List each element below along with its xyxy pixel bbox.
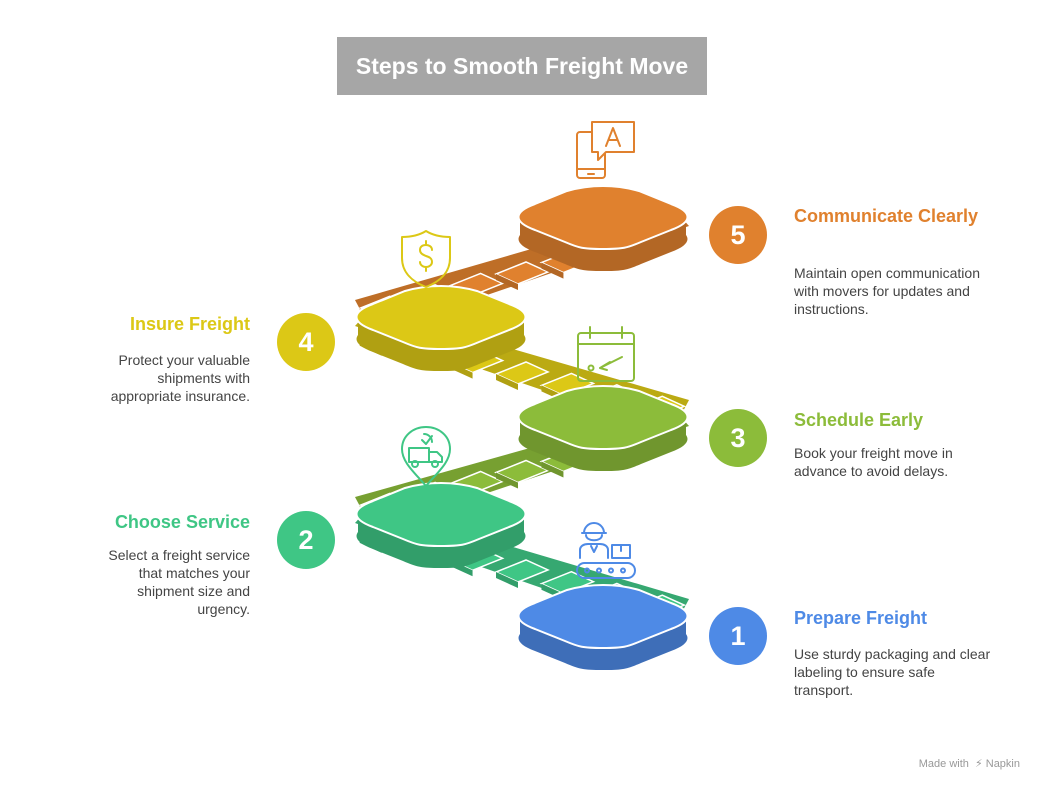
calendar-icon: [577, 326, 635, 382]
step-1-description: Use sturdy packaging and clear labeling …: [794, 646, 991, 698]
step-1-title: Prepare Freight: [794, 608, 928, 628]
stair-riser: [541, 262, 564, 279]
truck-location-icon: [401, 426, 451, 487]
stair-step: [494, 459, 550, 484]
stair-riser: [496, 472, 518, 489]
platform-step-1: [517, 584, 689, 670]
stair-step: [494, 261, 550, 285]
step-5-number-badge: 5: [709, 206, 767, 264]
shield-dollar-icon: [401, 230, 451, 288]
platform-step-3: [517, 385, 689, 471]
step-3-description: Book your freight move in advance to avo…: [794, 445, 953, 479]
stair-riser: [541, 461, 564, 478]
platform-step-4: [355, 285, 527, 371]
made-with-label: Made with: [918, 758, 969, 770]
platform-step-5: [517, 185, 689, 271]
step-4-number-badge: 4: [277, 313, 335, 371]
phone-chat-icon: [576, 121, 635, 179]
napkin-logo-icon: ⚡: [974, 758, 983, 770]
step-1-number-badge: 1: [709, 607, 767, 665]
step-4-title: Insure Freight: [129, 314, 250, 334]
platform-step-2: [355, 482, 527, 568]
napkin-brand-label: Napkin: [985, 758, 1020, 770]
step-4-description: Protect your valuable shipments with app…: [110, 352, 250, 404]
step-2-description: Select a freight service that matches yo…: [108, 547, 250, 617]
step-3-title: Schedule Early: [794, 410, 924, 430]
step-5-description: Maintain open communication with movers …: [794, 265, 980, 317]
stair-riser: [496, 572, 518, 588]
step-2-number-badge: 2: [277, 511, 335, 569]
stair-step: [494, 361, 550, 385]
step-5-title: Communicate Clearly: [794, 206, 979, 226]
page-title: Steps to Smooth Freight Move: [337, 37, 707, 95]
stair-riser: [496, 374, 518, 390]
stair-riser: [496, 274, 518, 290]
step-3-number-badge: 3: [709, 409, 767, 467]
made-with-napkin-footer: Made with ⚡ Napkin: [919, 757, 1020, 770]
step-2-title: Choose Service: [114, 512, 250, 532]
conveyor-worker-icon: [576, 522, 636, 579]
